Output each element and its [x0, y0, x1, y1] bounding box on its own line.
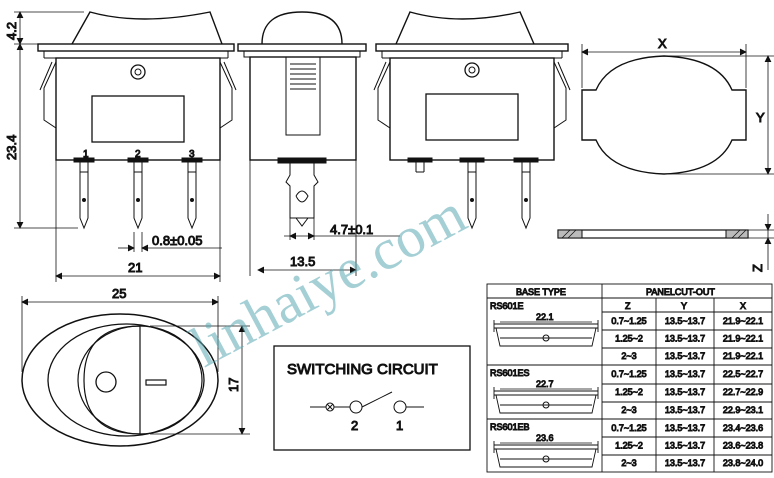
- dim-cutout-z-lines: [748, 214, 774, 270]
- table-cell: 23.6~23.8: [723, 441, 763, 451]
- table-cell: 2~3: [621, 351, 636, 361]
- dim-height-lines: [14, 11, 84, 229]
- table-cell: 13.5~13.7: [665, 387, 705, 397]
- dim-cutout-y: Y: [756, 110, 765, 125]
- dim-height-17: 17: [226, 378, 241, 392]
- table-cell: 1.25~2: [615, 334, 643, 344]
- table-base-name: RS601ES: [490, 368, 530, 378]
- dim-cutout-x: X: [658, 36, 667, 51]
- table-base-name: RS601EB: [490, 422, 530, 432]
- table-base-width: 22.7: [536, 379, 554, 389]
- table-cell: 21.9~22.1: [723, 334, 763, 344]
- base-pin-icon: [542, 334, 550, 342]
- table-col-z: Z: [625, 301, 631, 311]
- switching-title: SWITCHING CIRCUIT: [287, 361, 438, 378]
- table-cell: 21.9~22.1: [723, 351, 763, 361]
- panel-plate: [557, 229, 749, 239]
- base-sketch: [493, 320, 599, 347]
- table-cell: 21.9~22.1: [723, 316, 763, 326]
- dim-width-25: 25: [112, 286, 126, 301]
- cutout-table: [486, 283, 773, 473]
- table-cell: 13.5~13.7: [665, 351, 705, 361]
- table-cell: 13.5~13.7: [665, 458, 705, 468]
- switching-terminal-2: 2: [351, 418, 358, 433]
- table-cell: 1.25~2: [615, 441, 643, 451]
- table-cell: 23.8~24.0: [723, 458, 763, 468]
- table-cell: 1.25~2: [615, 387, 643, 397]
- dim-width-13-5: 13.5: [290, 254, 315, 269]
- table-cell: 22.9~23.1: [723, 405, 763, 415]
- table-base-width: 22.1: [536, 312, 554, 322]
- dim-width-21: 21: [128, 260, 142, 275]
- table-base-name: RS601E: [490, 301, 524, 311]
- switching-box: [273, 345, 471, 451]
- pin-label-1: 1: [83, 149, 89, 160]
- front-view: [37, 11, 237, 230]
- side-view: [237, 11, 367, 227]
- table-cell: 0.7~1.25: [611, 369, 646, 379]
- base-sketch: [493, 387, 599, 414]
- table-cell: 23.4~23.6: [723, 423, 763, 433]
- back-view: [373, 11, 571, 230]
- pin-label-2: 2: [135, 149, 141, 160]
- table-col-y: Y: [681, 301, 687, 311]
- table-header-cutout: PANELCUT-OUT: [646, 287, 715, 297]
- base-sketch: [493, 441, 599, 468]
- dim-cutout-lines: [581, 44, 774, 175]
- oval-view: [21, 313, 219, 447]
- switching-terminal-1: 1: [396, 418, 403, 433]
- cutout-shape: [581, 55, 747, 175]
- dim-height-body: 23.4: [4, 135, 19, 160]
- table-cell: 13.5~13.7: [665, 334, 705, 344]
- dim-terminal: 4.7±0.1: [330, 222, 373, 237]
- table-groups: RS601E 22.1 0.7~1.25 13.5~13.7 21.9~22.1 1.25…: [490, 301, 764, 469]
- table-cell: 13.5~13.7: [665, 316, 705, 326]
- table-header-base: BASE TYPE: [516, 287, 566, 297]
- table-cell: 13.5~13.7: [665, 441, 705, 451]
- dim-height-top: 4.2: [4, 22, 19, 40]
- table-cell: 13.5~13.7: [665, 405, 705, 415]
- table-cell: 0.7~1.25: [611, 423, 646, 433]
- table-cell: 13.5~13.7: [665, 423, 705, 433]
- dim-width-lines: [55, 160, 222, 282]
- watermark: linhaiye.com: [180, 181, 476, 380]
- table-cell: 0.7~1.25: [611, 316, 646, 326]
- pin-label-3: 3: [189, 149, 195, 160]
- table-cell: 22.5~22.7: [723, 369, 763, 379]
- table-base-width: 23.6: [536, 433, 554, 443]
- dim-oval-lines: [21, 296, 250, 435]
- base-pin-icon: [542, 455, 550, 463]
- dim-side-lines: [249, 160, 400, 276]
- dim-pin-pitch: 0.8±0.05: [152, 233, 203, 248]
- table-cell: 13.5~13.7: [665, 369, 705, 379]
- base-pin-icon: [542, 401, 550, 409]
- dim-cutout-z: Z: [750, 264, 765, 272]
- table-cell: 22.7~22.9: [723, 387, 763, 397]
- table-col-x: X: [740, 301, 746, 311]
- table-cell: 2~3: [621, 458, 636, 468]
- table-cell: 2~3: [621, 405, 636, 415]
